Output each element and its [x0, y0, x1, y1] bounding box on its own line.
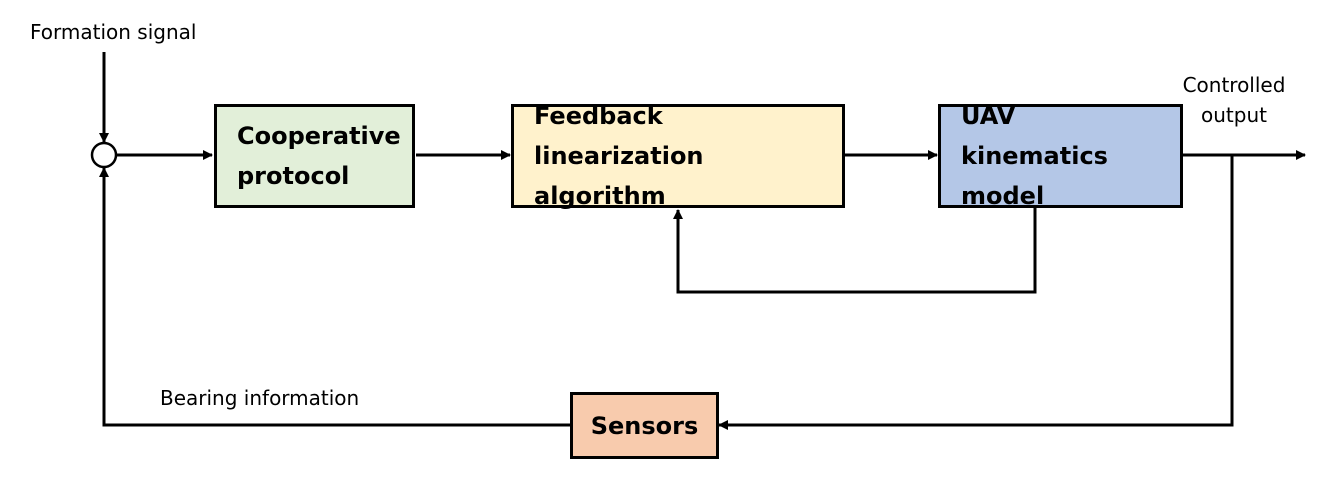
cooperative-protocol-block: Cooperative protocol — [214, 104, 415, 208]
sensors-label: Sensors — [590, 411, 699, 440]
summing-junction — [90, 141, 118, 169]
bearing-information-label: Bearing information — [160, 386, 360, 410]
controlled-output-label: Controlled output — [1182, 73, 1286, 127]
formation-signal-label: Formation signal — [30, 20, 197, 44]
sensors-to-junction-path — [99, 167, 570, 427]
inner-feedback-loop — [673, 208, 1037, 294]
cooperative-protocol-label: Cooperative protocol — [237, 122, 401, 190]
uav-kinematics-label: UAV kinematics model — [961, 102, 1108, 210]
feedback-linearization-block: Feedback linearization algorithm — [511, 102, 845, 210]
sensors-block: Sensors — [570, 392, 719, 459]
output-to-sensors-path — [718, 155, 1234, 430]
feedback-linearization-label: Feedback linearization algorithm — [534, 102, 704, 210]
uav-kinematics-block: UAV kinematics model — [938, 102, 1183, 210]
